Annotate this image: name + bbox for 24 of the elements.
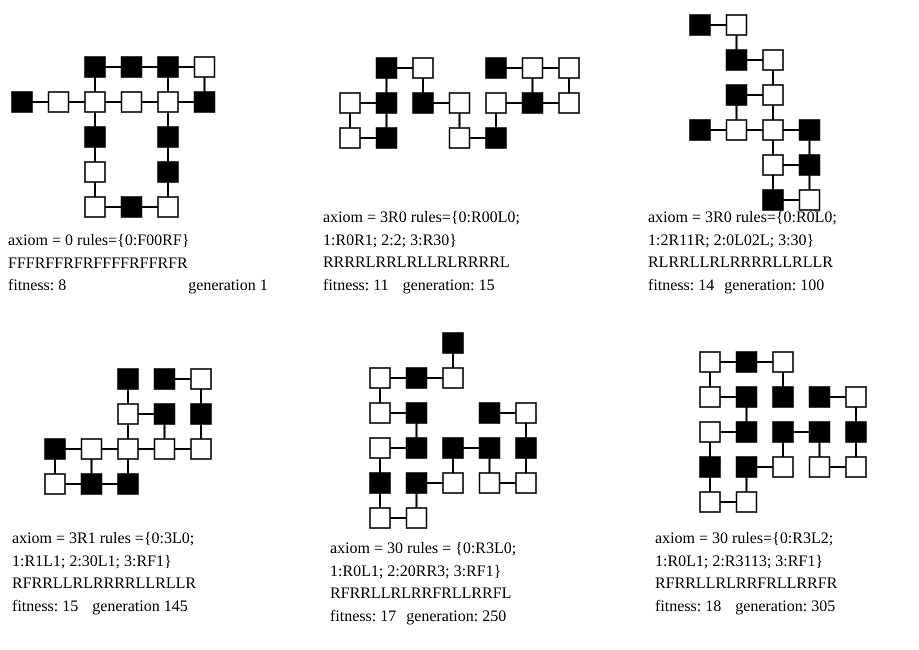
fitness-text: fitness: 14 xyxy=(648,276,714,294)
fold-sequence-text: RFRRLLRLRRFRLLRRFR xyxy=(655,575,838,592)
generation-text: generation: 15 xyxy=(402,276,495,294)
fitness-text: fitness: 15 xyxy=(12,598,78,614)
axiom-rules-text: axiom = 0 rules={0:F00RF} xyxy=(8,232,190,249)
generation-text: generation: 250 xyxy=(406,608,506,624)
fitness-text: fitness: 11 xyxy=(323,276,389,294)
fold-sequence-text: RRRRLRRLRLLRLRRRRL xyxy=(323,254,510,271)
generation-text: generation: 305 xyxy=(735,598,836,614)
fitness-text: fitness: 17 xyxy=(330,608,396,624)
fold-sequence-text: RLRRLLRLRRRRLLRLLR xyxy=(648,254,833,271)
generation-text: generation 145 xyxy=(92,598,188,614)
generation-text: generation 1 xyxy=(188,277,268,294)
axiom-rules-text: axiom = 3R1 rules ={0:3L0; 1:R1L1; 2:30L1; 3:RF1} xyxy=(12,530,194,570)
fold-sequence-text: RFRRLLRLRRFRLLRRFL xyxy=(330,585,512,602)
generation-text: generation: 100 xyxy=(724,276,824,294)
axiom-rules-text: axiom = 30 rules={0:R3L2; 1:R0L1; 2:R3113; 3:RF1} xyxy=(655,530,834,570)
fitness-text: fitness: 8 xyxy=(8,277,66,294)
fold-sequence-text: RFRRLLRLRRRRLLRLLR xyxy=(12,575,196,592)
axiom-rules-text: axiom = 30 rules = {0:R3L0; 1:R0L1; 2:20RR3; 3:RF1} xyxy=(330,540,516,580)
fitness-text: fitness: 18 xyxy=(655,598,722,614)
axiom-rules-text: axiom = 3R0 rules={0:R0L0; 1:2R11R; 2:0L02L; 3:30} xyxy=(648,209,837,248)
axiom-rules-text: axiom = 3R0 rules={0:R00L0; 1:R0R1; 2:2; 3:R30} xyxy=(323,209,520,248)
fold-sequence-text: FFFRFFRFRFFFFRFFRFR xyxy=(8,254,188,272)
